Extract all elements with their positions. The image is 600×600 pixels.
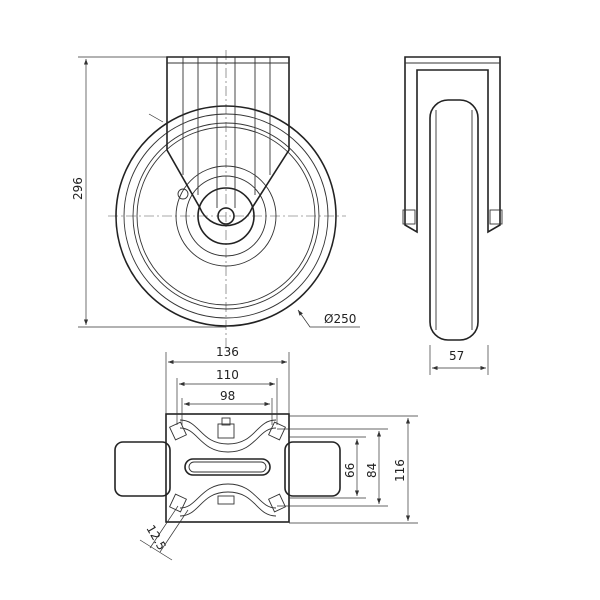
front-view: 296 Ø250 bbox=[71, 50, 360, 350]
dim-overall-height: 296 bbox=[71, 177, 85, 200]
dim-hole-spacing-inner: 98 bbox=[220, 389, 235, 403]
fork bbox=[166, 56, 290, 227]
dim-slot-spacing: 66 bbox=[343, 463, 357, 478]
dim-wheel-diameter: Ø250 bbox=[324, 312, 356, 326]
wheel-outer bbox=[115, 105, 337, 327]
side-view: 57 bbox=[402, 56, 503, 375]
dim-hole-spacing-outer: 110 bbox=[216, 368, 239, 382]
grease-nipple bbox=[177, 188, 189, 200]
dim-wheel-width: 57 bbox=[449, 349, 464, 363]
dim-plate-width: 136 bbox=[216, 345, 239, 359]
dim-plate-length: 116 bbox=[393, 459, 407, 482]
side-wheel bbox=[429, 99, 479, 341]
slot bbox=[184, 458, 271, 476]
axle-nut bbox=[217, 207, 235, 225]
top-plate-view: 136 110 98 66 84 116 12.5 bbox=[114, 345, 418, 561]
dim-hole-spacing-vertical: 84 bbox=[365, 463, 379, 478]
mounting-plate bbox=[165, 413, 290, 523]
dim-bolt-hole: 12.5 bbox=[143, 523, 168, 553]
